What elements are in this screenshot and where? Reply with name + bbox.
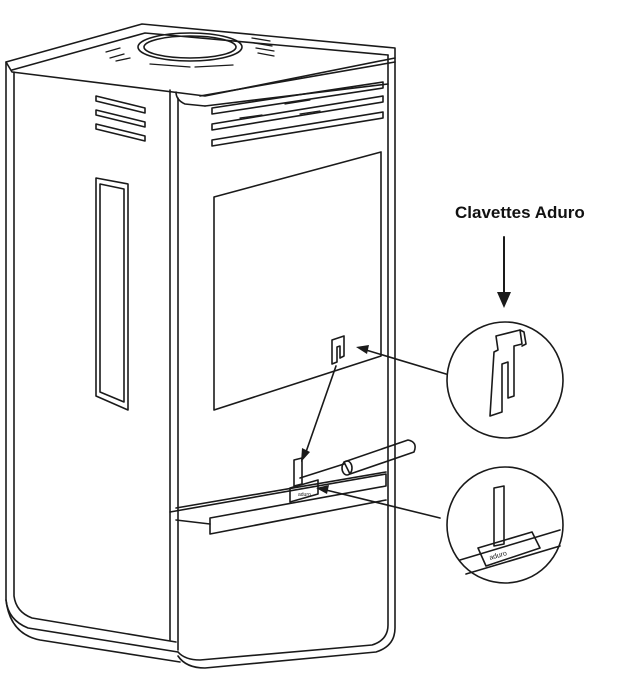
clip-lower: aduro (289, 457, 319, 503)
detail-circle-clip (446, 321, 564, 439)
door-handle (299, 439, 416, 479)
lower-frame (169, 471, 387, 535)
top-vent-slots (105, 37, 275, 68)
side-window (95, 177, 129, 411)
stove-body (5, 54, 396, 669)
svg-text:aduro: aduro (489, 550, 508, 562)
side-vents (95, 95, 146, 142)
arrows (301, 236, 511, 519)
callout-label: Clavettes Aduro (455, 203, 585, 222)
hob-ring (137, 32, 243, 62)
detail-circle-installed: aduro (446, 466, 564, 584)
front-vents (211, 81, 384, 147)
door-glass (213, 151, 382, 411)
svg-text:aduro: aduro (298, 492, 311, 498)
clip-upper (331, 335, 345, 365)
stove-top (5, 23, 396, 97)
